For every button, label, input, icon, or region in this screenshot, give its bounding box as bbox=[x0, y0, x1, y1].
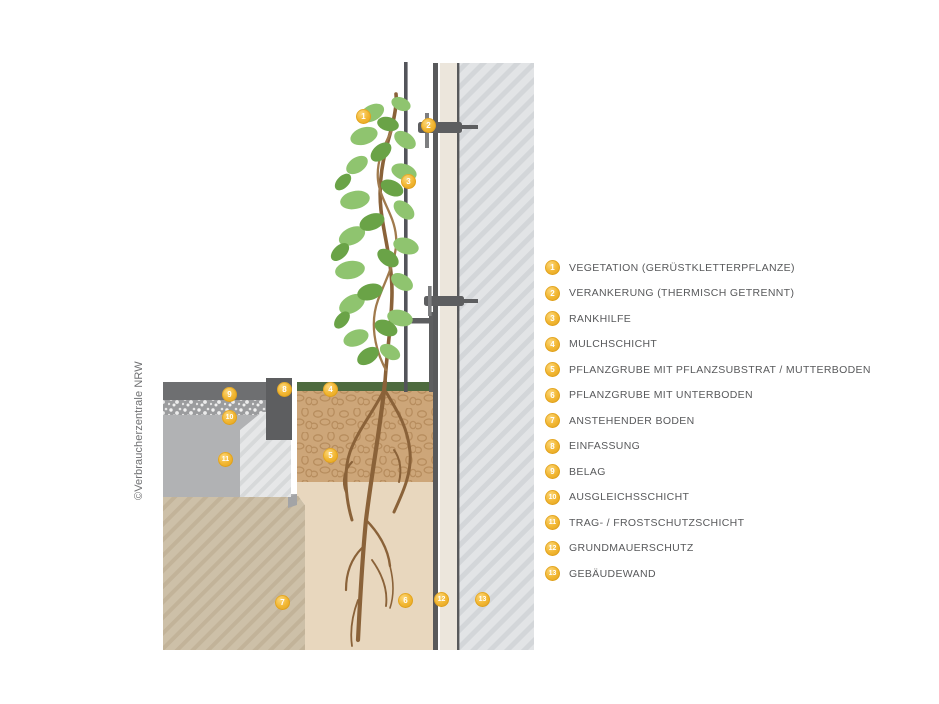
legend-item-8[interactable]: 8 EINFASSUNG bbox=[545, 434, 935, 460]
legend-badge-10: 10 bbox=[545, 489, 560, 505]
legend-badge-4: 4 bbox=[545, 336, 560, 352]
legend-item-5[interactable]: 5 PFLANZGRUBE MIT PFLANZSUBSTRAT / MUTTE… bbox=[545, 357, 935, 383]
wall-inner-line bbox=[457, 63, 460, 650]
legend-item-12[interactable]: 12 GRUNDMAUERSCHUTZ bbox=[545, 536, 935, 562]
diagram-marker-2[interactable]: 2 bbox=[421, 118, 436, 133]
rankhilfe-group bbox=[404, 62, 433, 392]
legend-item-7[interactable]: 7 ANSTEHENDER BODEN bbox=[545, 408, 935, 434]
legend-item-11[interactable]: 11 TRAG- / FROSTSCHUTZSCHICHT bbox=[545, 510, 935, 536]
legend-item-1[interactable]: 1 VEGETATION (GERÜSTKLETTERPFLANZE) bbox=[545, 255, 935, 281]
diagram-marker-7[interactable]: 7 bbox=[275, 595, 290, 610]
mulchschicht-body bbox=[297, 382, 433, 391]
legend-label-1: VEGETATION (GERÜSTKLETTERPFLANZE) bbox=[569, 261, 795, 274]
legend-badge-6: 6 bbox=[545, 387, 560, 403]
construction-diagram: 1 2 3 4 5 6 7 8 9 10 11 12 13 ©Verbrauch… bbox=[133, 62, 534, 650]
legend-badge-1: 1 bbox=[545, 260, 560, 276]
legend-badge-8: 8 bbox=[545, 438, 560, 454]
diagram-marker-10[interactable]: 10 bbox=[222, 410, 237, 425]
legend-label-3: RANKHILFE bbox=[569, 312, 632, 325]
legend-label-9: BELAG bbox=[569, 465, 606, 478]
legend-label-10: AUSGLEICHSSCHICHT bbox=[569, 491, 690, 504]
legend-item-13[interactable]: 13 GEBÄUDEWAND bbox=[545, 561, 935, 587]
diagram-marker-4[interactable]: 4 bbox=[323, 382, 338, 397]
diagram-marker-1[interactable]: 1 bbox=[356, 109, 371, 124]
legend-item-6[interactable]: 6 PFLANZGRUBE MIT UNTERBODEN bbox=[545, 383, 935, 409]
legend-badge-13: 13 bbox=[545, 566, 560, 582]
legend-label-12: GRUNDMAUERSCHUTZ bbox=[569, 542, 694, 555]
diagram-marker-6[interactable]: 6 bbox=[398, 593, 413, 608]
legend-badge-11: 11 bbox=[545, 515, 560, 531]
legend-label-11: TRAG- / FROSTSCHUTZSCHICHT bbox=[569, 516, 745, 529]
diagram-marker-8[interactable]: 8 bbox=[277, 382, 292, 397]
legend-label-6: PFLANZGRUBE MIT UNTERBODEN bbox=[569, 389, 753, 402]
legend-badge-12: 12 bbox=[545, 540, 560, 556]
diagram-marker-5[interactable]: 5 bbox=[323, 448, 338, 463]
legend-label-2: VERANKERUNG (THERMISCH GETRENNT) bbox=[569, 287, 795, 300]
ausgleichsschicht-body bbox=[163, 400, 288, 415]
diagram-marker-12[interactable]: 12 bbox=[434, 592, 449, 607]
legend-item-3[interactable]: 3 RANKHILFE bbox=[545, 306, 935, 332]
legend-label-7: ANSTEHENDER BODEN bbox=[569, 414, 695, 427]
diagram-marker-13[interactable]: 13 bbox=[475, 592, 490, 607]
diagram-marker-11[interactable]: 11 bbox=[218, 452, 233, 467]
root-system bbox=[342, 379, 412, 647]
copyright-credit: ©Verbraucherzentrale NRW bbox=[133, 361, 145, 500]
legend-item-9[interactable]: 9 BELAG bbox=[545, 459, 935, 485]
wall-insulation-layer bbox=[440, 63, 459, 650]
legend-badge-9: 9 bbox=[545, 464, 560, 480]
legend-list: 1 VEGETATION (GERÜSTKLETTERPFLANZE) 2 VE… bbox=[545, 255, 935, 587]
legend-badge-3: 3 bbox=[545, 311, 560, 327]
diagram-marker-9[interactable]: 9 bbox=[222, 387, 237, 402]
legend-badge-5: 5 bbox=[545, 362, 560, 378]
gebaeudewand-layer bbox=[459, 63, 534, 650]
legend-label-5: PFLANZGRUBE MIT PFLANZSUBSTRAT / MUTTERB… bbox=[569, 363, 871, 376]
legend-label-4: MULCHSCHICHT bbox=[569, 338, 658, 351]
grundmauerschutz-body bbox=[433, 382, 438, 650]
anstehender-boden-body bbox=[163, 494, 305, 650]
diagram-marker-3[interactable]: 3 bbox=[401, 174, 416, 189]
vegetation-group bbox=[330, 92, 419, 384]
legend-badge-7: 7 bbox=[545, 413, 560, 429]
legend-badge-2: 2 bbox=[545, 285, 560, 301]
unterboden-body bbox=[297, 494, 433, 650]
legend-item-2[interactable]: 2 VERANKERUNG (THERMISCH GETRENNT) bbox=[545, 281, 935, 307]
legend-item-10[interactable]: 10 AUSGLEICHSSCHICHT bbox=[545, 485, 935, 511]
legend-label-13: GEBÄUDEWAND bbox=[569, 567, 656, 580]
legend-label-8: EINFASSUNG bbox=[569, 440, 641, 453]
pflanzsubstrat-body bbox=[297, 390, 433, 482]
legend-item-4[interactable]: 4 MULCHSCHICHT bbox=[545, 332, 935, 358]
diagram-svg bbox=[163, 62, 534, 650]
